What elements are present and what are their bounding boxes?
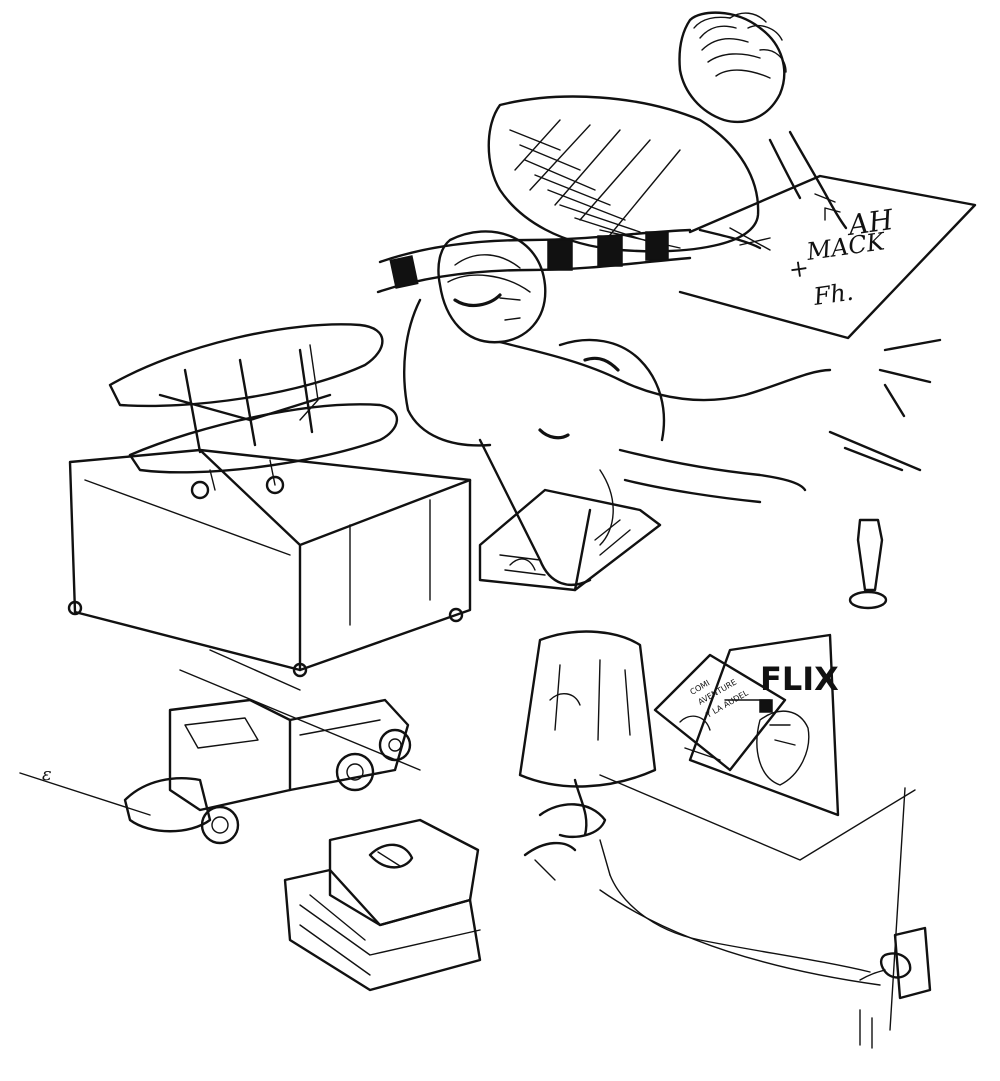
striped-stockings [376, 228, 692, 294]
comic-title: FLIX [760, 660, 839, 698]
paper-scribble-1: AH [843, 203, 895, 242]
accent-scribbles [453, 293, 620, 440]
toy-biplane [108, 323, 399, 500]
toy-figure [848, 518, 888, 610]
stacked-books [283, 818, 482, 992]
open-book [478, 488, 662, 592]
floor-lines [19, 772, 916, 1049]
electric-outlet [859, 926, 932, 1000]
lamp-cord [609, 874, 871, 973]
toy-trunk [67, 448, 472, 678]
scattered-pencils [828, 338, 942, 472]
paper-scribble-2: MACK [804, 227, 888, 266]
paper-scribble-3: + [787, 253, 811, 284]
toy-truck [123, 649, 421, 845]
comic-books: FLIX COMI AVENTURE Y LA AUDEL [653, 633, 840, 817]
drawing-girl [487, 11, 848, 253]
table-lamp [518, 630, 657, 881]
paper-scribble-4: Fh. [811, 278, 855, 311]
floor-mark: ε [42, 764, 52, 785]
boy-figure [403, 230, 832, 587]
